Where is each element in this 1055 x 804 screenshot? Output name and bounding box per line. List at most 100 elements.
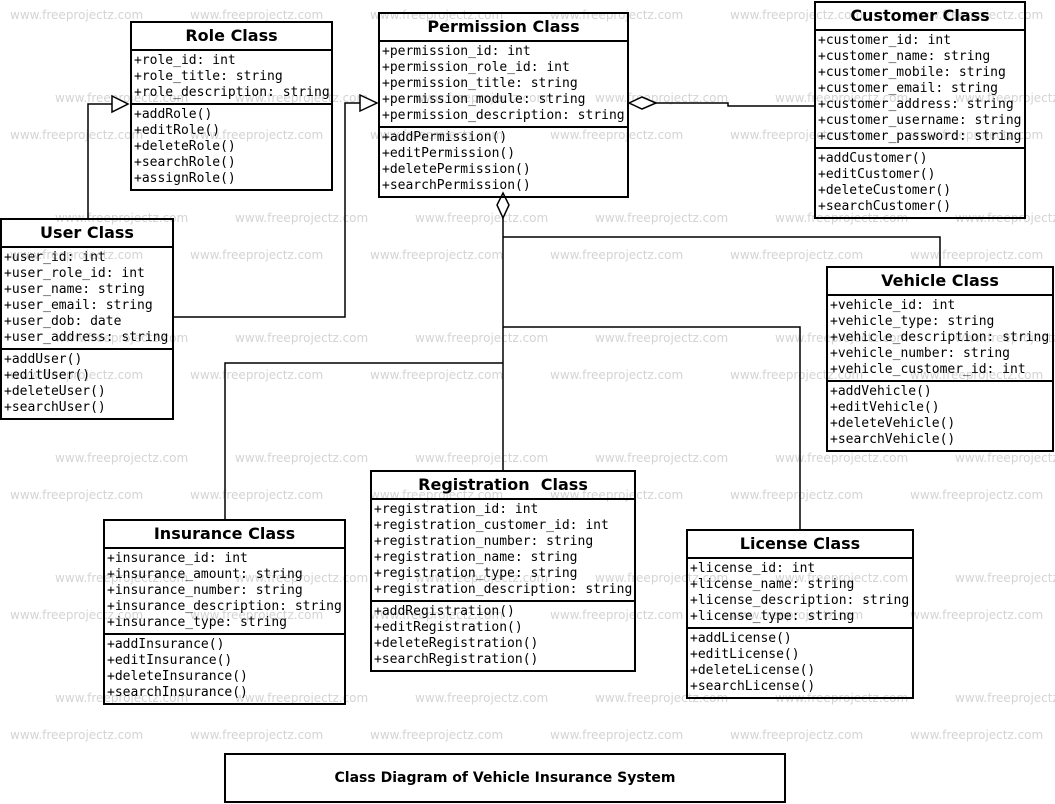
customer-class-methods: +addCustomer() +editCustomer() +deleteCu… [816,149,1024,217]
attribute-row: +insurance_id: int [107,551,248,566]
method-row: +addLicense() [690,631,792,646]
method-row: +editUser() [4,368,91,383]
attribute-row: +permission_id: int [382,44,531,59]
customer-class-attributes: +customer_id: int +customer_name: string… [816,31,1024,149]
method-row: +searchCustomer() [818,199,952,214]
method-row: +searchPermission() [382,178,531,193]
method-row: +searchLicense() [690,679,816,694]
registration-class-box[interactable]: Registration Class +registration_id: int… [370,470,636,672]
method-row: +editPermission() [382,146,516,161]
permission-aggregation-diamond [496,191,510,220]
role-class-attributes: +role_id: int +role_title: string +role_… [132,51,331,105]
registration-class-title: Registration Class [372,472,634,500]
customer-class-title: Customer Class [816,3,1024,31]
attribute-row: +role_title: string [134,69,283,84]
attribute-row: +user_dob: date [4,314,122,329]
attribute-row: +permission_role_id: int [382,60,570,75]
diagram-caption-box: Class Diagram of Vehicle Insurance Syste… [224,753,786,803]
method-row: +addInsurance() [107,637,225,652]
attribute-row: +vehicle_description: string [830,330,1050,345]
method-row: +addPermission() [382,130,508,145]
permission-license-line [503,326,801,530]
method-row: +addRole() [134,107,213,122]
user-permission-generalization-line [173,102,360,318]
method-row: +deleteLicense() [690,663,816,678]
attribute-row: +registration_customer_id: int [374,518,609,533]
license-class-title: License Class [688,531,912,559]
attribute-row: +license_type: string [690,609,855,624]
method-row: +deletePermission() [382,162,531,177]
role-class-box[interactable]: Role Class +role_id: int +role_title: st… [130,21,333,191]
attribute-row: +role_id: int [134,53,236,68]
customer-class-box[interactable]: Customer Class +customer_id: int +custom… [814,1,1026,219]
attribute-row: +customer_name: string [818,49,991,64]
license-class-box[interactable]: License Class +license_id: int +license_… [686,529,914,699]
method-row: +addUser() [4,352,83,367]
attribute-row: +registration_description: string [374,582,633,597]
method-row: +editCustomer() [818,167,936,182]
role-class-methods: +addRole() +editRole() +deleteRole() +se… [132,105,331,189]
attribute-row: +customer_id: int [818,33,952,48]
method-row: +deleteUser() [4,384,106,399]
method-row: +searchVehicle() [830,432,956,447]
user-class-methods: +addUser() +editUser() +deleteUser() +se… [2,350,172,418]
method-row: +searchRegistration() [374,652,539,667]
attribute-row: +user_id: int [4,250,106,265]
attribute-row: +user_address: string [4,330,169,345]
attribute-row: +insurance_amount: string [107,567,303,582]
attribute-row: +permission_description: string [382,108,625,123]
permission-class-attributes: +permission_id: int +permission_role_id:… [380,42,627,128]
user-class-title: User Class [2,220,172,248]
method-row: +addVehicle() [830,384,932,399]
role-class-title: Role Class [132,23,331,51]
attribute-row: +registration_type: string [374,566,578,581]
license-class-attributes: +license_id: int +license_name: string +… [688,559,912,629]
license-class-methods: +addLicense() +editLicense() +deleteLice… [688,629,912,697]
user-class-box[interactable]: User Class +user_id: int +user_role_id: … [0,218,174,420]
attribute-row: +insurance_description: string [107,599,342,614]
registration-class-methods: +addRegistration() +editRegistration() +… [372,602,634,670]
attribute-row: +customer_password: string [818,129,1022,144]
method-row: +addCustomer() [818,151,928,166]
attribute-row: +customer_email: string [818,81,999,96]
method-row: +searchUser() [4,400,106,415]
method-row: +deleteCustomer() [818,183,952,198]
vehicle-class-attributes: +vehicle_id: int +vehicle_type: string +… [828,296,1052,382]
attribute-row: +insurance_number: string [107,583,303,598]
registration-class-attributes: +registration_id: int +registration_cust… [372,500,634,602]
insurance-class-attributes: +insurance_id: int +insurance_amount: st… [105,549,344,635]
user-class-attributes: +user_id: int +user_role_id: int +user_n… [2,248,172,350]
vehicle-class-methods: +addVehicle() +editVehicle() +deleteVehi… [828,382,1052,450]
permission-insurance-line [224,362,503,520]
method-row: +editRegistration() [374,620,523,635]
vehicle-class-box[interactable]: Vehicle Class +vehicle_id: int +vehicle_… [826,266,1054,452]
attribute-row: +vehicle_number: string [830,346,1011,361]
method-row: +deleteRole() [134,139,236,154]
attribute-row: +customer_address: string [818,97,1014,112]
method-row: +editVehicle() [830,400,940,415]
permission-generalization-arrowhead [359,93,379,113]
method-row: +editRole() [134,123,221,138]
attribute-row: +registration_id: int [374,502,539,517]
method-row: +editLicense() [690,647,800,662]
attribute-row: +vehicle_customer_id: int [830,362,1026,377]
permission-class-box[interactable]: Permission Class +permission_id: int +pe… [378,12,629,198]
method-row: +deleteInsurance() [107,669,248,684]
customer-aggregation-diamond [627,96,658,110]
insurance-class-box[interactable]: Insurance Class +insurance_id: int +insu… [103,519,346,705]
user-role-generalization-line [87,103,112,219]
attribute-row: +role_description: string [134,85,330,100]
method-row: +searchRole() [134,155,236,170]
permission-class-title: Permission Class [380,14,627,42]
method-row: +assignRole() [134,171,236,186]
role-generalization-arrowhead [111,94,130,114]
attribute-row: +license_id: int [690,561,816,576]
attribute-row: +registration_number: string [374,534,594,549]
attribute-row: +customer_mobile: string [818,65,1006,80]
attribute-row: +customer_username: string [818,113,1022,128]
attribute-row: +license_description: string [690,593,910,608]
method-row: +deleteRegistration() [374,636,539,651]
attribute-row: +user_role_id: int [4,266,145,281]
